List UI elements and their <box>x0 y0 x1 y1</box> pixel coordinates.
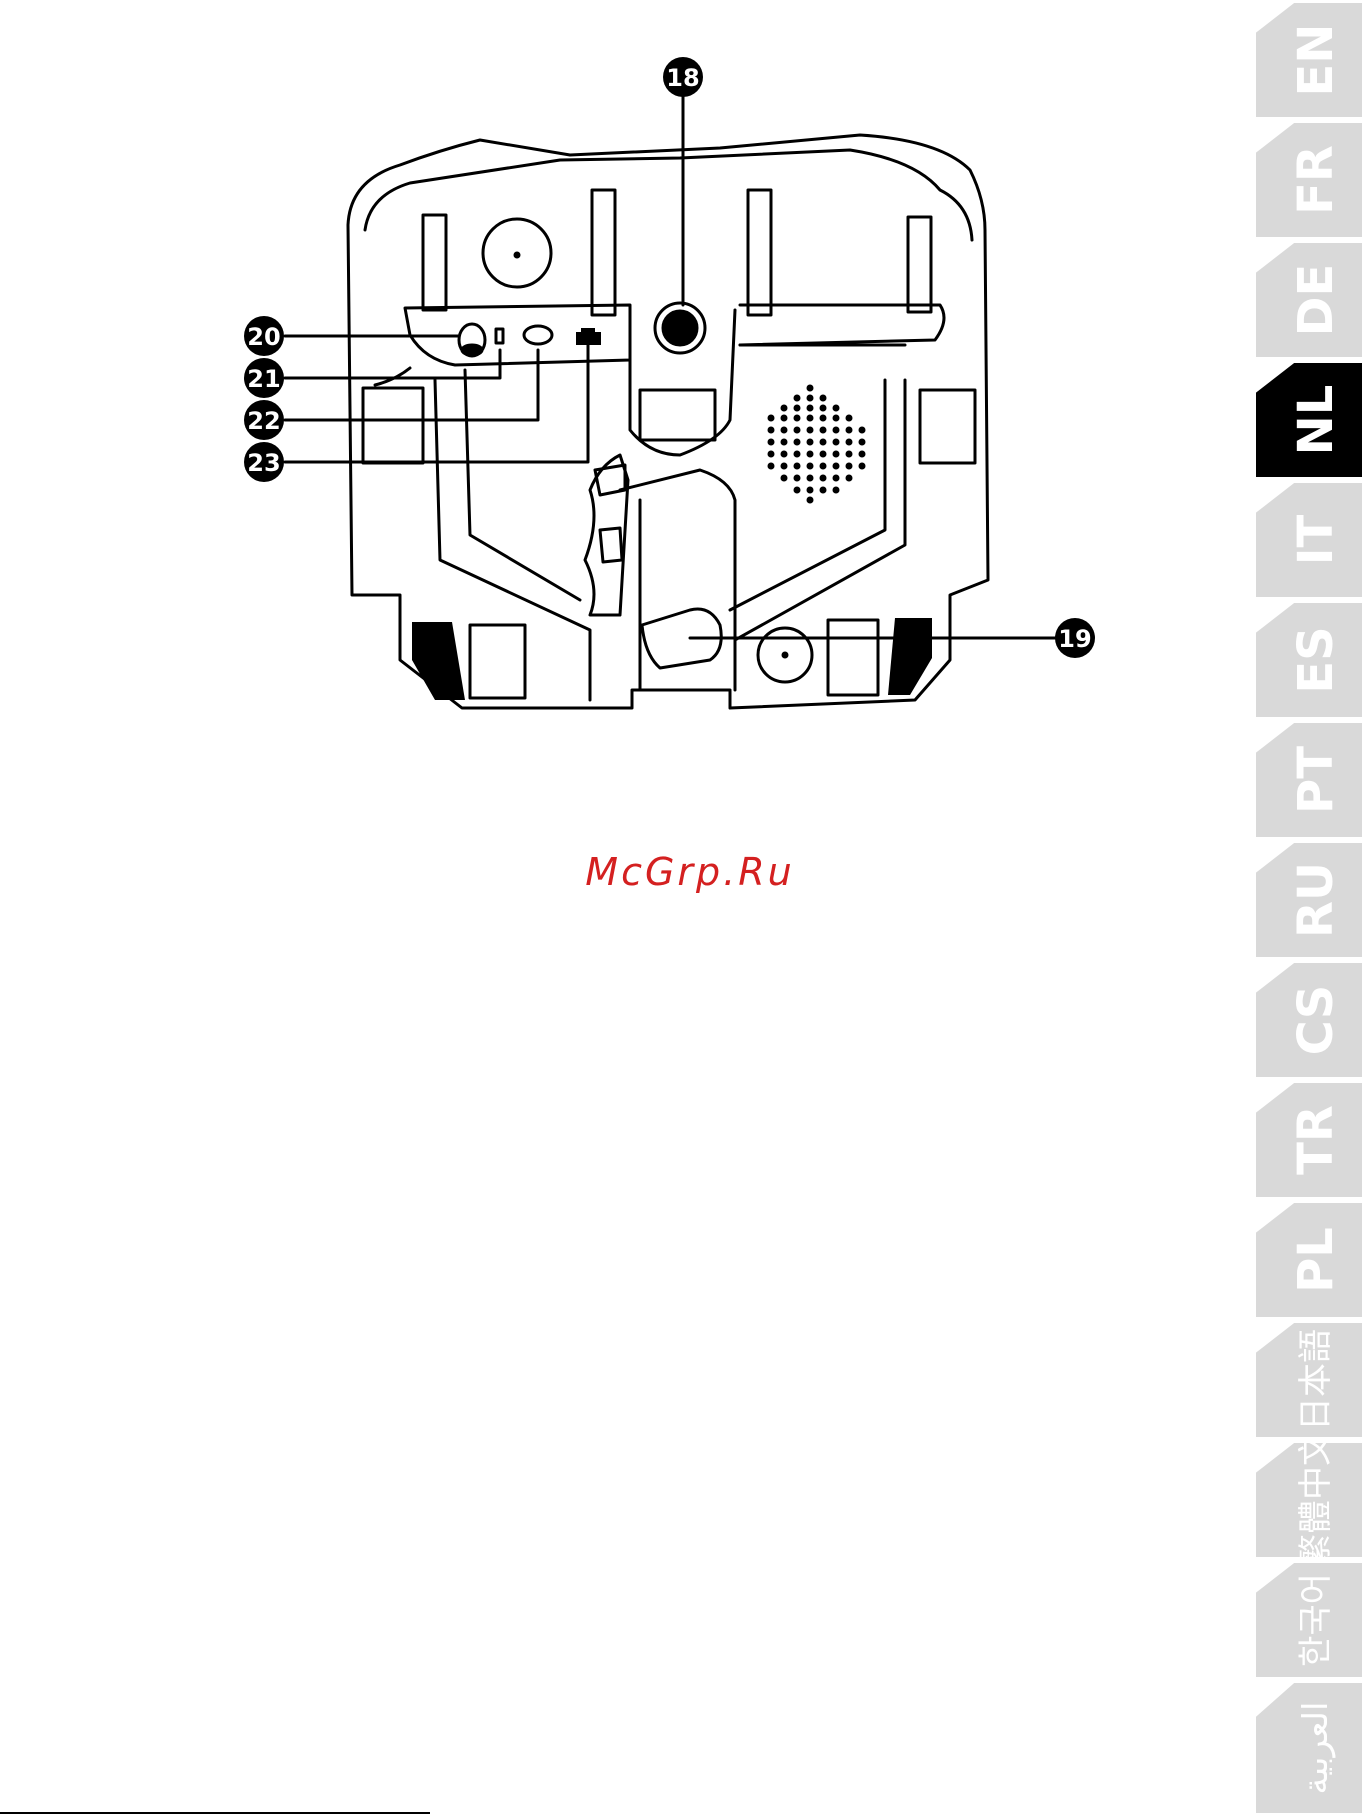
tab-zh[interactable]: 繁體中文 <box>1256 1443 1362 1557</box>
callout-22: 22 <box>244 400 284 440</box>
footer-rule <box>0 1812 430 1814</box>
callout-22-label: 22 <box>247 407 280 435</box>
callout-23-label: 23 <box>247 449 280 477</box>
tab-es[interactable]: ES <box>1256 603 1362 717</box>
tab-fr[interactable]: FR <box>1256 123 1362 237</box>
tab-ko[interactable]: 한국어 <box>1256 1563 1362 1677</box>
tab-pt[interactable]: PT <box>1256 723 1362 837</box>
callout-19: 19 <box>1055 618 1095 658</box>
tab-de[interactable]: DE <box>1256 243 1362 357</box>
tab-label: ES <box>1292 626 1340 693</box>
tab-pl[interactable]: PL <box>1256 1203 1362 1317</box>
callout-20: 20 <box>244 316 284 356</box>
top-strip <box>908 217 931 312</box>
tab-ja[interactable]: 日本語 <box>1256 1323 1362 1437</box>
top-strip <box>592 190 615 315</box>
tab-en[interactable]: EN <box>1256 3 1362 117</box>
callout-23: 23 <box>244 442 284 482</box>
callout-21: 21 <box>244 358 284 398</box>
device-bottom-diagram: 18 19 20 21 22 23 <box>0 0 1250 760</box>
tab-label: RU <box>1292 862 1340 938</box>
callout-21-label: 21 <box>247 365 280 393</box>
tab-label: 日本語 <box>1299 1329 1333 1431</box>
callout-19-label: 19 <box>1058 625 1091 653</box>
tab-label: NL <box>1292 385 1340 456</box>
tab-label: 한국어 <box>1299 1573 1333 1667</box>
speaker-grille <box>768 385 866 504</box>
tab-it[interactable]: IT <box>1256 483 1362 597</box>
callout-18-label: 18 <box>666 64 699 92</box>
port-22-icon <box>524 326 552 344</box>
tab-label: DE <box>1292 264 1340 337</box>
tab-label: IT <box>1292 515 1340 566</box>
language-tabs: EN FR DE NL IT ES PT RU CS TR PL 日本語 繁體中… <box>1256 0 1362 1815</box>
tab-label: FR <box>1292 145 1340 215</box>
callout-18: 18 <box>663 57 703 97</box>
tab-label: PL <box>1292 1227 1340 1293</box>
tab-label: CS <box>1292 985 1340 1056</box>
top-strip <box>423 215 446 310</box>
tab-ar[interactable]: العربية <box>1256 1683 1362 1813</box>
port-23-icon <box>576 328 601 345</box>
tab-label: EN <box>1292 24 1340 97</box>
center-hole-inner <box>663 311 697 345</box>
callout-20-label: 20 <box>247 323 280 351</box>
tab-label: PT <box>1292 746 1340 814</box>
tab-label: 繁體中文 <box>1299 1432 1333 1568</box>
tab-label: العربية <box>1299 1702 1333 1795</box>
port-21-icon <box>496 329 503 343</box>
tab-nl[interactable]: NL <box>1256 363 1362 477</box>
top-strip <box>748 190 771 315</box>
tab-cs[interactable]: CS <box>1256 963 1362 1077</box>
tab-label: TR <box>1292 1105 1340 1175</box>
tab-tr[interactable]: TR <box>1256 1083 1362 1197</box>
tab-ru[interactable]: RU <box>1256 843 1362 957</box>
watermark-text: McGrp.Ru <box>500 850 880 894</box>
